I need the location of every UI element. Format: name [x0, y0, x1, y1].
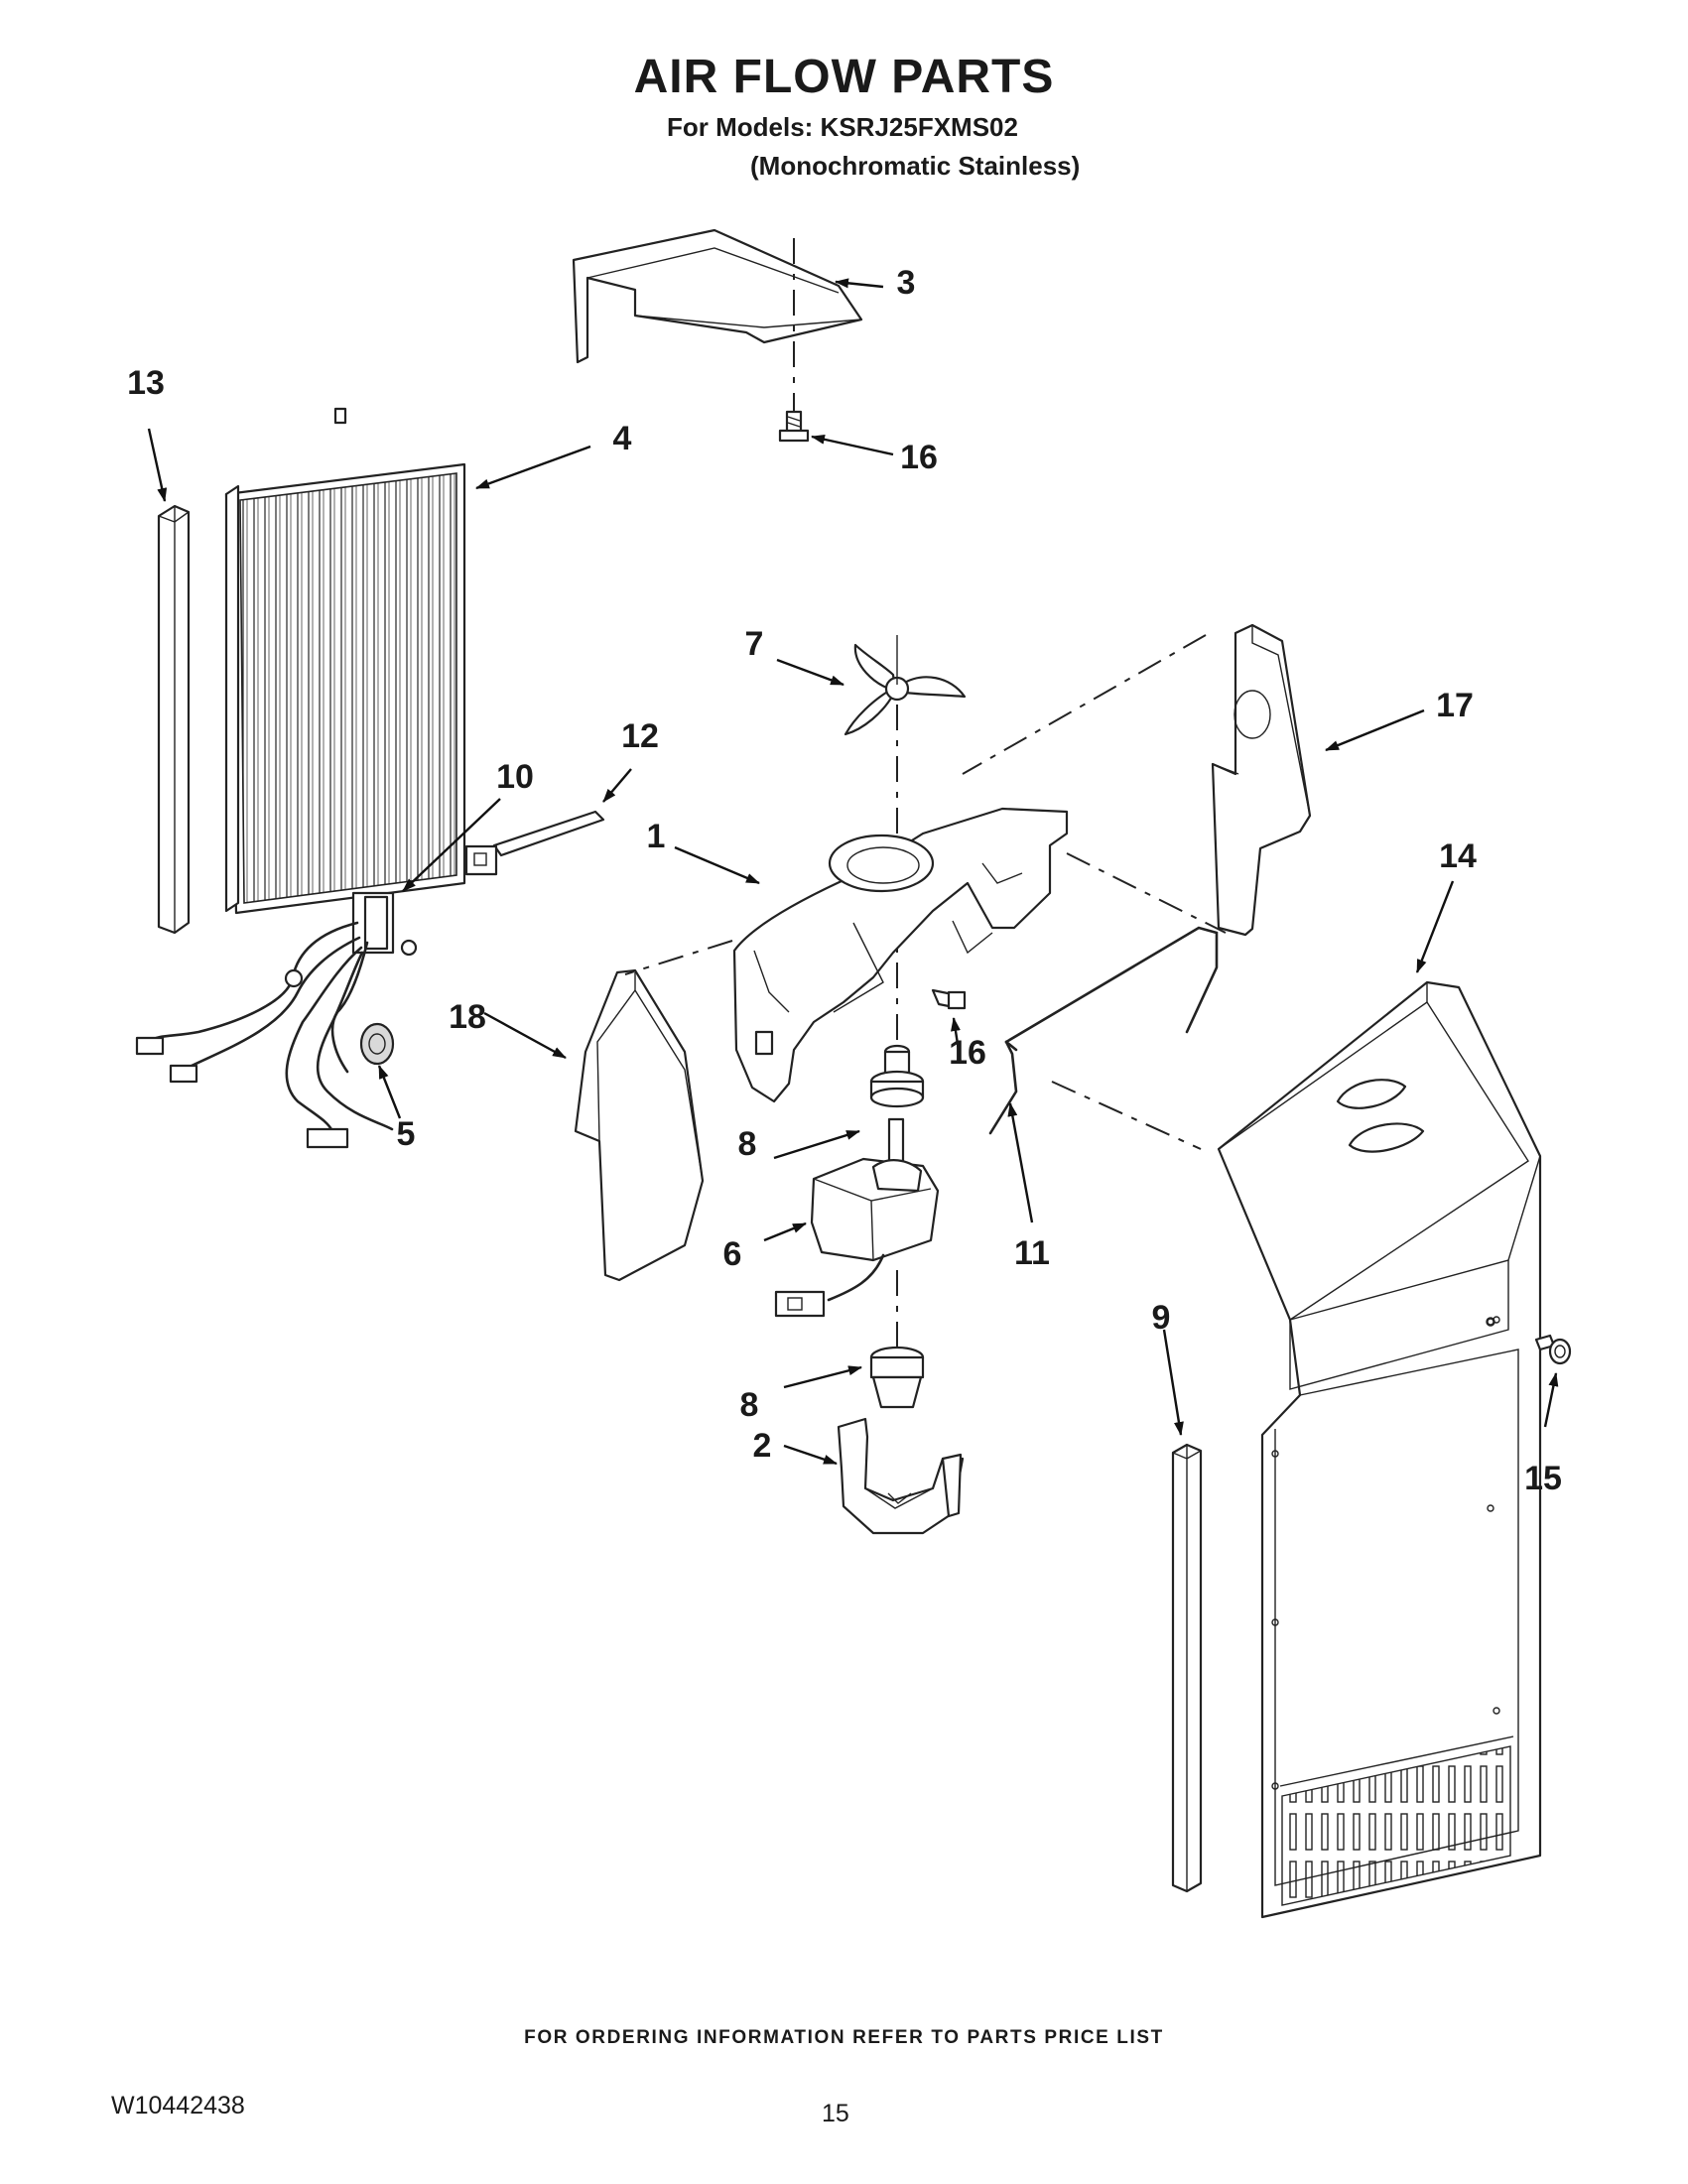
callout-3: 3 — [896, 264, 916, 302]
part-8-grommet-upper — [869, 1044, 925, 1108]
callout-13: 13 — [127, 364, 165, 402]
finish-line: (Monochromatic Stainless) — [750, 151, 1081, 181]
part-13-foam-strip — [157, 504, 191, 935]
alignment-lines — [624, 634, 1227, 1150]
callout-18: 18 — [449, 998, 486, 1036]
callout-8-lower: 8 — [739, 1386, 759, 1424]
page-number: 15 — [822, 2100, 849, 2127]
part-18-baffle — [574, 968, 705, 1282]
callout-1: 1 — [646, 818, 666, 855]
part-16-screw-middle — [931, 988, 967, 1010]
document-number: W10442438 — [111, 2092, 245, 2120]
callout-8-upper: 8 — [737, 1125, 757, 1163]
part-17-baffle — [1211, 623, 1312, 937]
part-10-wire-harness — [135, 891, 418, 1149]
callout-4: 4 — [612, 420, 632, 457]
callout-2: 2 — [752, 1427, 772, 1465]
callout-15: 15 — [1524, 1460, 1562, 1497]
part-7-fan-blade — [844, 635, 967, 736]
part-1-fan-shroud — [732, 807, 1069, 1103]
callout-16-middle: 16 — [949, 1034, 986, 1072]
callout-9: 9 — [1151, 1299, 1171, 1337]
part-9-foam-strip — [1171, 1443, 1203, 1893]
part-11-wire-bracket — [988, 926, 1219, 1135]
part-8-grommet-lower — [869, 1346, 925, 1409]
callout-10: 10 — [496, 758, 534, 796]
page-title: AIR FLOW PARTS — [633, 51, 1055, 103]
part-4-evaporator-panel — [224, 407, 466, 915]
callout-16-top: 16 — [900, 439, 938, 476]
leader-lines — [147, 278, 1559, 1466]
part-6-fan-motor — [774, 1117, 940, 1318]
ordering-note: FOR ORDERING INFORMATION REFER TO PARTS … — [524, 2027, 1164, 2048]
callout-17: 17 — [1436, 687, 1474, 724]
part-3-top-duct — [572, 228, 863, 437]
part-14-duct-cover — [1217, 980, 1542, 1919]
callout-14: 14 — [1439, 837, 1477, 875]
callout-12: 12 — [621, 717, 659, 755]
callout-5: 5 — [396, 1115, 416, 1153]
model-number-line: For Models: KSRJ25FXMS02 — [667, 112, 1018, 142]
part-12-cable-tie — [464, 810, 605, 876]
part-2-motor-bracket — [837, 1417, 965, 1535]
part-16-screw-top — [778, 410, 810, 443]
part-15-screw — [1486, 1317, 1572, 1365]
callout-7: 7 — [744, 625, 764, 663]
callout-6: 6 — [722, 1235, 742, 1273]
callout-11: 11 — [1014, 1234, 1050, 1272]
